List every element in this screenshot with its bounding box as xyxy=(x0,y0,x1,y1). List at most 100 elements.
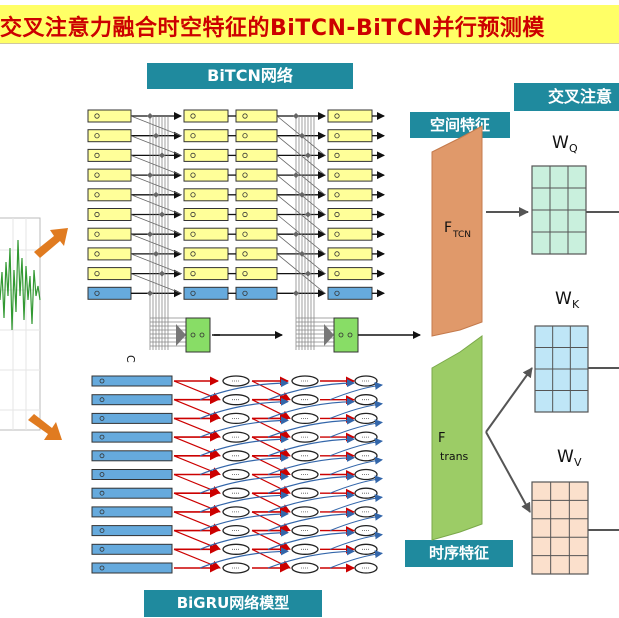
input-arrow-down-icon xyxy=(28,414,62,440)
gru-diagonal-arrow xyxy=(173,530,221,551)
tcn-cell-dot xyxy=(242,231,248,237)
tcn-node-diamond xyxy=(299,132,305,139)
tcn-cell xyxy=(235,129,278,143)
gru-backward-curve xyxy=(267,547,355,569)
gru-diagonal-arrow xyxy=(173,417,221,439)
tcn-cell-dot xyxy=(242,211,248,218)
tcn-cell xyxy=(235,168,278,182)
diagram-title: 交叉注意力融合时空特征的BiTCN-BiTCN并行预测模 xyxy=(0,16,545,41)
gru-backward-curve xyxy=(199,435,289,457)
concat-marker: C xyxy=(124,355,137,363)
attention-matrices xyxy=(531,165,589,575)
tcn-merge-funnel xyxy=(324,324,334,346)
gru-backward-curve xyxy=(199,416,289,438)
title-banner: 交叉注意力融合时空特征的BiTCN-BiTCN并行预测模 xyxy=(0,5,619,44)
tcn-cell xyxy=(235,247,278,261)
tcn-node-diamond xyxy=(293,113,299,119)
tcn-merge-box xyxy=(333,317,359,353)
tcn-node-diamond xyxy=(305,152,311,159)
ftrans-to-wv-arrow xyxy=(485,431,531,513)
tcn-merge-dot xyxy=(338,332,344,338)
tcn-cell-dot xyxy=(190,152,196,158)
tcn-node-diamond xyxy=(159,270,165,277)
gru-input-cell xyxy=(91,543,173,555)
gru-backward-curve xyxy=(267,491,355,513)
gru-input-cell xyxy=(91,487,173,499)
gru-input-dot xyxy=(99,378,105,384)
temporal-feature-label-text: 时序特征 xyxy=(428,544,489,562)
tcn-node-diamond xyxy=(153,191,159,198)
tcn-cell-dot xyxy=(242,270,248,277)
gru-input-dot xyxy=(99,434,105,440)
gru-backward-curve xyxy=(199,491,289,513)
gru-input-cell xyxy=(91,525,173,537)
wk-main-label: W xyxy=(555,289,572,309)
gru-input-dot xyxy=(99,472,105,477)
tcn-node-diamond xyxy=(293,172,299,179)
wq-sub-label: Q xyxy=(569,142,578,155)
tcn-cell-dot xyxy=(94,152,100,158)
tcn-node-diamond xyxy=(299,191,305,198)
tcn-cell-dot xyxy=(190,211,196,218)
gru-backward-curve xyxy=(267,397,355,419)
gru-input-cell xyxy=(91,562,173,574)
tcn-node-diamond xyxy=(293,231,299,238)
gru-input-dot xyxy=(99,546,105,552)
tcn-cell-dot xyxy=(242,192,248,198)
bigru-model-label: BiGRU网络模型 xyxy=(144,590,322,617)
bitcn-network-label-text: BiTCN网络 xyxy=(207,66,293,85)
gru-backward-curve xyxy=(267,528,355,550)
gru-input-dot xyxy=(99,490,105,496)
tcn-cell-dot xyxy=(334,152,340,158)
ftcn-sub-label: TCN xyxy=(452,230,471,240)
tcn-merge-dot xyxy=(347,332,353,338)
tcn-node-diamond xyxy=(159,211,165,218)
tcn-dilation-link xyxy=(276,135,326,176)
gru-backward-curve xyxy=(199,397,289,419)
gru-backward-curve xyxy=(199,510,289,532)
gru-backward-curve xyxy=(267,379,355,401)
gru-backward-curve xyxy=(199,547,289,569)
tcn-cell-dot xyxy=(94,172,100,178)
gru-backward-curve xyxy=(199,379,289,401)
tcn-cell-dot xyxy=(190,133,196,139)
tcn-cell-dot xyxy=(94,211,100,218)
tcn-cell-dot xyxy=(334,172,340,178)
tcn-node-diamond xyxy=(159,152,165,159)
tcn-merge-funnel xyxy=(176,324,186,346)
tcn-cell-dot xyxy=(334,251,340,257)
gru-backward-curve xyxy=(267,435,355,457)
gru-input-dot xyxy=(99,565,105,571)
tcn-cell-dot xyxy=(94,192,100,198)
tcn-merge-dot xyxy=(190,332,196,338)
gru-backward-curve xyxy=(199,528,289,550)
tcn-cell-dot xyxy=(94,133,100,139)
ftcn-main-label: F xyxy=(444,220,452,236)
bitcn-network-label: BiTCN网络 xyxy=(147,63,353,89)
ftrans-main-label: F xyxy=(438,431,445,446)
tcn-node-diamond xyxy=(305,270,311,277)
gru-input-dot xyxy=(99,528,105,533)
gru-input-cell xyxy=(91,469,173,480)
gru-diagonal-arrow xyxy=(173,548,221,570)
gru-backward-curve xyxy=(267,416,355,438)
signal-waveform xyxy=(0,239,41,331)
gru-diagonal-arrow xyxy=(173,380,221,401)
tcn-merge-dot xyxy=(199,332,205,338)
tcn-cell xyxy=(235,267,278,281)
gru-backward-curve xyxy=(329,400,383,419)
ftrans-to-wk-arrow xyxy=(485,367,533,433)
ftrans-sub-label: trans xyxy=(440,450,469,463)
ftcn-feature-bar xyxy=(431,125,483,337)
tcn-cell-dot xyxy=(190,172,196,178)
tcn-cell-dot xyxy=(94,231,100,237)
gru-diagonal-arrow xyxy=(173,492,221,514)
gru-diagonal-arrow xyxy=(173,399,221,420)
gru-backward-curve xyxy=(329,512,383,532)
gru-diagonal-arrow xyxy=(173,511,221,532)
gru-backward-curve xyxy=(329,475,383,494)
tcn-node-diamond xyxy=(305,211,311,218)
tcn-cell-dot xyxy=(190,290,196,296)
tcn-cell-dot xyxy=(242,113,248,119)
